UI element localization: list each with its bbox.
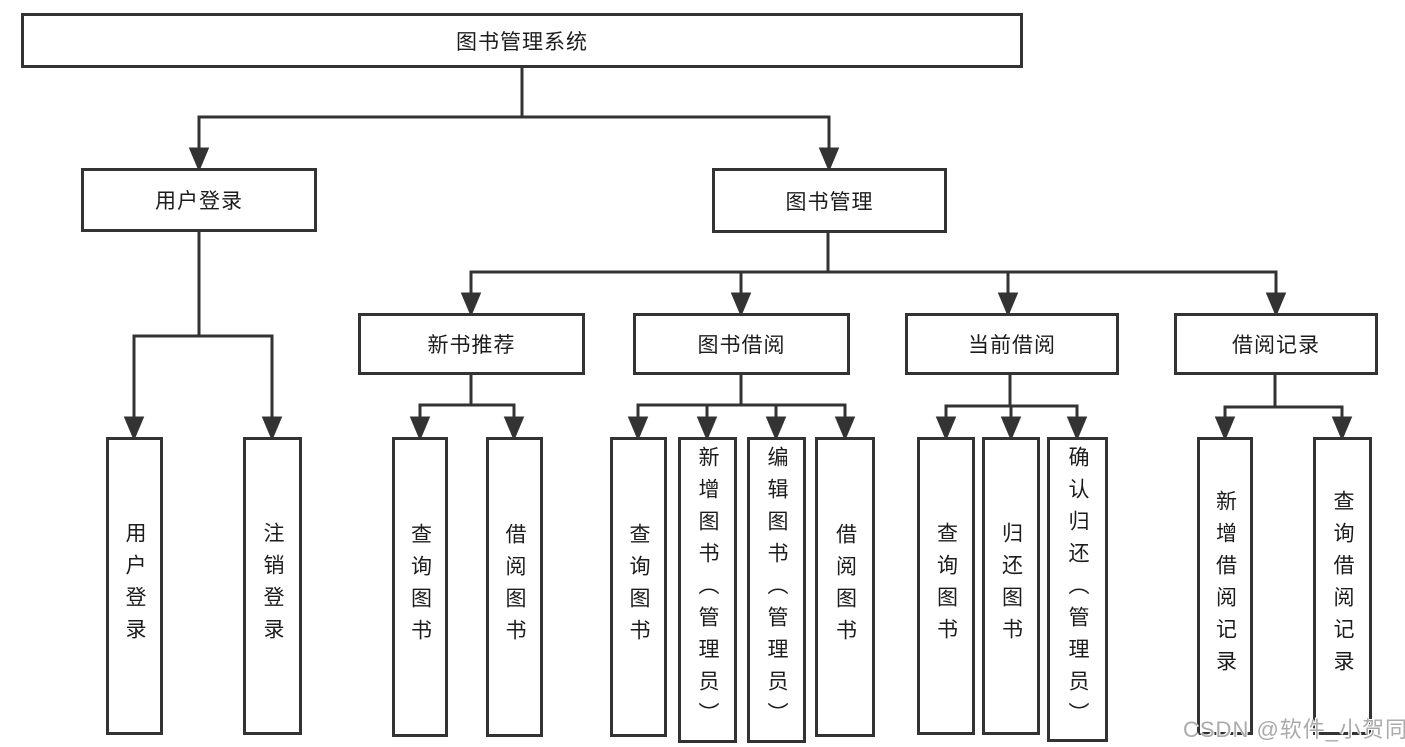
leaf-confirm-return-admin: 确认归还（管理员） xyxy=(1047,437,1108,742)
leaf-query-borrow-record: 查询借阅记录 xyxy=(1313,437,1372,735)
leaf-label: 用户登录 xyxy=(123,522,146,650)
node-label: 图书管理系统 xyxy=(456,30,588,54)
leaf-borrow-books: 借阅图书 xyxy=(815,437,875,737)
leaf-label: 查询图书 xyxy=(408,523,432,651)
leaf-label: 借阅图书 xyxy=(503,523,526,651)
node-label: 用户登录 xyxy=(155,190,243,213)
leaf-edit-books-admin: 编辑图书（管理员） xyxy=(747,437,806,743)
leaf-logout: 注销登录 xyxy=(243,437,302,735)
leaf-return-books: 归还图书 xyxy=(982,437,1040,735)
leaf-user-login: 用户登录 xyxy=(106,437,163,735)
leaf-label: 查询图书 xyxy=(627,523,650,651)
csdn-watermark: CSDN @软件_小贺同学 xyxy=(1183,717,1405,742)
connector-borrow-records-to-children xyxy=(1214,375,1353,441)
connector-user-login-to-children xyxy=(123,232,283,441)
connector-book-borrow-to-children xyxy=(627,375,856,441)
leaf-label: 借阅图书 xyxy=(833,523,857,651)
leaf-label: 注销登录 xyxy=(261,522,284,650)
node-borrow-records: 借阅记录 xyxy=(1174,313,1378,375)
leaf-add-borrow-record: 新增借阅记录 xyxy=(1197,437,1253,735)
leaf-query-books-current: 查询图书 xyxy=(917,437,975,735)
leaf-label: 编辑图书（管理员） xyxy=(765,446,788,734)
leaf-borrow-books-recommend: 借阅图书 xyxy=(486,437,543,737)
node-label: 图书借阅 xyxy=(697,334,786,357)
leaf-label: 确认归还（管理员） xyxy=(1066,445,1089,734)
leaf-query-books-recommend: 查询图书 xyxy=(392,437,448,737)
connector-current-borrow-to-children xyxy=(935,375,1088,441)
node-label: 新书推荐 xyxy=(427,334,516,357)
node-current-borrow: 当前借阅 xyxy=(905,313,1119,375)
leaf-add-books-admin: 新增图书（管理员） xyxy=(678,437,737,743)
node-user-login: 用户登录 xyxy=(81,168,317,232)
node-library-management-system: 图书管理系统 xyxy=(21,13,1023,68)
leaf-label: 查询借阅记录 xyxy=(1331,490,1354,682)
node-book-management: 图书管理 xyxy=(712,168,947,233)
node-book-borrow: 图书借阅 xyxy=(633,313,850,375)
leaf-label: 归还图书 xyxy=(999,522,1023,650)
node-label: 当前借阅 xyxy=(968,334,1056,357)
leaf-query-books-borrow: 查询图书 xyxy=(610,437,667,737)
leaf-label: 新增借阅记录 xyxy=(1213,490,1237,682)
node-label: 借阅记录 xyxy=(1232,334,1320,357)
connector-root-to-level2 xyxy=(188,68,840,172)
connector-new-book-recommend-to-children xyxy=(409,375,525,441)
leaf-label: 查询图书 xyxy=(934,522,958,650)
node-label: 图书管理 xyxy=(785,190,874,214)
leaf-label: 新增图书（管理员） xyxy=(696,446,719,734)
node-new-book-recommend: 新书推荐 xyxy=(358,313,585,375)
connector-book-management-to-level3 xyxy=(460,233,1287,317)
